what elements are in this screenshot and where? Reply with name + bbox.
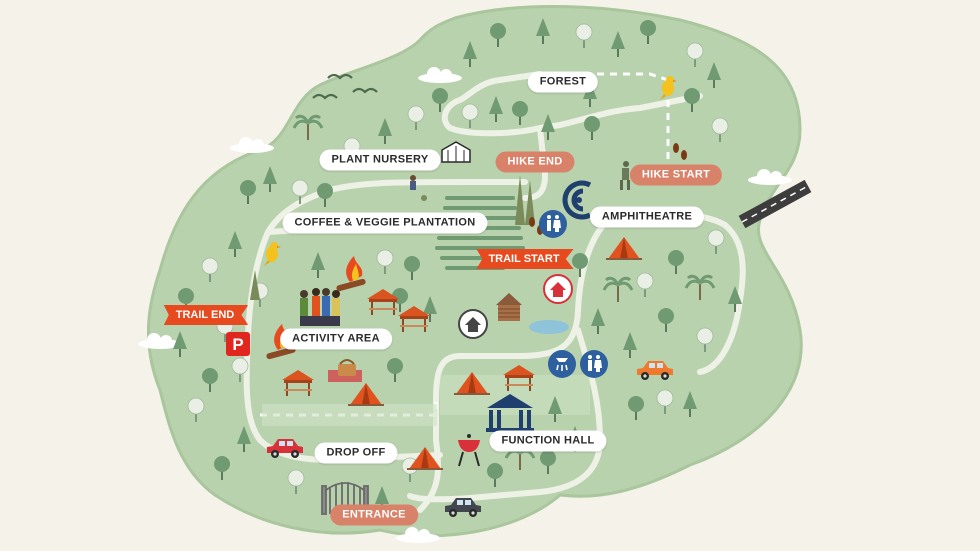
trail-start-flag[interactable]: TRAIL START <box>476 249 574 269</box>
function-hall-label[interactable]: FUNCTION HALL <box>489 430 607 452</box>
trail-end-flag[interactable]: TRAIL END <box>163 305 249 325</box>
toilet-icon <box>580 350 608 378</box>
parking-letter: P <box>232 335 243 354</box>
activity-area-label[interactable]: ACTIVITY AREA <box>280 328 392 350</box>
home-icon <box>543 274 573 304</box>
hiker <box>620 161 630 190</box>
amphitheatre-icon <box>562 180 592 220</box>
pond-icon <box>529 320 569 334</box>
shower-icon <box>548 350 576 378</box>
picnic-basket <box>328 359 362 382</box>
activity-lawn <box>262 404 437 426</box>
hike-start-label[interactable]: HIKE START <box>629 164 723 186</box>
drop-off-label[interactable]: DROP OFF <box>314 442 398 464</box>
cabin-icon <box>496 293 522 321</box>
plant-nursery-label[interactable]: PLANT NURSERY <box>319 149 441 171</box>
function-hall-icon <box>486 394 534 432</box>
gardener <box>410 175 427 201</box>
home-icon <box>458 309 488 339</box>
bbq-grill-icon <box>458 434 480 467</box>
greenhouse-icon <box>441 141 471 163</box>
coffee-veggie-plantation-label[interactable]: COFFEE & VEGGIE PLANTATION <box>282 212 488 234</box>
amphitheatre-label[interactable]: AMPHITHEATRE <box>589 206 705 228</box>
campfire-icon <box>336 256 366 292</box>
forest-label[interactable]: FOREST <box>527 71 599 93</box>
parking-icon: P <box>226 332 250 356</box>
gate-icon <box>321 482 369 515</box>
park-land <box>146 4 803 538</box>
entrance-label[interactable]: ENTRANCE <box>330 504 418 526</box>
tall-plants <box>250 175 535 300</box>
people-group <box>300 288 340 326</box>
hike-end-label[interactable]: HIKE END <box>495 151 575 173</box>
toilet-icon <box>539 210 567 238</box>
